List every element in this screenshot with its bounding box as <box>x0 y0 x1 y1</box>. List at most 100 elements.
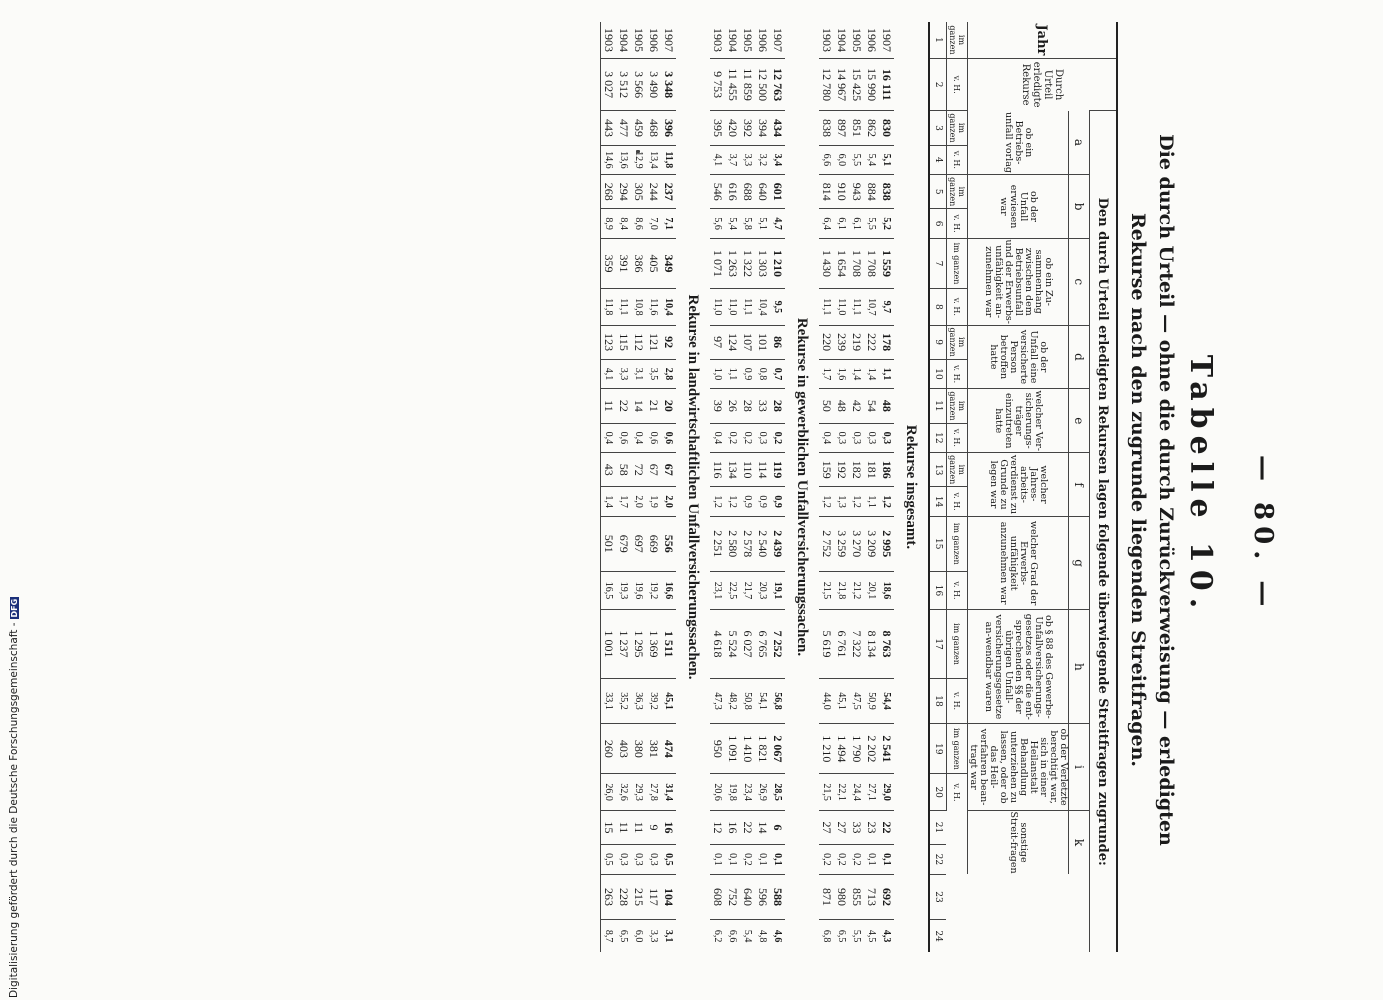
percent-cell: 6,1 <box>834 208 849 239</box>
percent-cell: 0,2 <box>740 844 755 875</box>
percent-cell: 0,7 <box>770 359 785 389</box>
count-cell: 381 <box>646 723 661 774</box>
percent-cell: 9,5 <box>770 288 785 326</box>
header-subcol-total: im ganzen <box>946 452 968 487</box>
year-cell: 1904 <box>617 27 631 52</box>
percent-cell: 0,8 <box>755 359 770 389</box>
percent-cell: 4,6 <box>770 919 785 952</box>
percent-cell: 1,7 <box>819 359 834 389</box>
count-cell: 2 067 <box>770 723 785 774</box>
year-cell: 1906 <box>647 27 661 52</box>
total-cell: 3 348 <box>661 58 676 111</box>
header-subcol-total: im ganzen <box>946 22 968 59</box>
count-cell: 11 <box>616 810 631 845</box>
percent-cell: 0,2 <box>834 844 849 875</box>
percent-cell: 5,5 <box>849 919 864 952</box>
count-cell: 1 091 <box>725 723 740 774</box>
count-cell: 42 <box>849 388 864 424</box>
header-column-number: 20 <box>929 773 947 811</box>
count-cell: 228 <box>616 874 631 920</box>
count-cell: 396 <box>661 110 676 146</box>
count-cell: 116 <box>710 452 725 487</box>
count-cell: 851 <box>849 110 864 146</box>
percent-cell: 6,2 <box>710 919 725 952</box>
percent-cell: 5,2 <box>879 208 894 239</box>
count-cell: 546 <box>710 174 725 209</box>
count-cell: 2 439 <box>770 516 785 572</box>
percent-cell: 0,4 <box>710 423 725 453</box>
count-cell: 862 <box>864 110 879 146</box>
count-cell: 86 <box>770 325 785 360</box>
header-question-g: welcher Grad der Erwerbs-unfähigkeit anz… <box>967 516 1069 610</box>
percent-cell: 4,8 <box>755 919 770 952</box>
total-cell: 15 425 <box>849 58 864 111</box>
count-cell: 27 <box>834 810 849 845</box>
count-cell: 39 <box>710 388 725 424</box>
count-cell: 1 001 <box>600 609 616 679</box>
header-subcol-total: im ganzen <box>946 609 968 679</box>
percent-cell: 20,3 <box>755 571 770 610</box>
percent-cell: 0,9 <box>770 486 785 517</box>
count-cell: 237 <box>661 174 676 209</box>
percent-cell: 21,5 <box>819 773 834 811</box>
percent-cell: 0,6 <box>661 423 676 453</box>
count-cell: 910 <box>834 174 849 209</box>
count-cell: 23 <box>864 810 879 845</box>
dfg-logo: DFG <box>10 596 19 620</box>
percent-cell: 0,1 <box>770 844 785 875</box>
header-letter-h: h <box>1068 609 1090 724</box>
count-cell: 692 <box>879 874 894 920</box>
header-subcol-percent: v. H. <box>946 359 968 389</box>
percent-cell: 3,3 <box>740 145 755 175</box>
percent-cell: 19,3 <box>616 571 631 610</box>
count-cell: 134 <box>725 452 740 487</box>
count-cell: 16 <box>661 810 676 845</box>
percent-cell: 11,6 <box>646 288 661 326</box>
header-letter-c: c <box>1068 238 1090 326</box>
year-cell: 1903 <box>711 27 725 52</box>
count-cell: 215 <box>631 874 646 920</box>
count-cell: 679 <box>616 516 631 572</box>
percent-cell: 0,1 <box>710 844 725 875</box>
header-group-title: Den durch Urteil erledigten Rekursen lag… <box>1089 110 1117 952</box>
count-cell: 2 752 <box>819 516 834 572</box>
count-cell: 6 027 <box>740 609 755 679</box>
count-cell: 104 <box>661 874 676 920</box>
percent-cell: 8,4 <box>616 208 631 239</box>
percent-cell: 10,4 <box>661 288 676 326</box>
percent-cell: 10,4 <box>755 288 770 326</box>
percent-cell: 44,0 <box>819 678 834 724</box>
percent-cell: 14,6 <box>600 145 616 175</box>
percent-cell: 6,5 <box>616 919 631 952</box>
count-cell: 640 <box>740 874 755 920</box>
count-cell: 112 <box>631 325 646 360</box>
header-column-number: 18 <box>929 678 947 724</box>
header-letter-d: d <box>1068 325 1090 389</box>
percent-cell: 7,1 <box>661 208 676 239</box>
percent-cell: 0,9 <box>740 359 755 389</box>
percent-cell: 50,9 <box>864 678 879 724</box>
count-cell: 263 <box>600 874 616 920</box>
section-title-row: Rekurse in landwirtschaftlichen Unfallve… <box>676 22 710 952</box>
percent-cell: 0,6 <box>616 423 631 453</box>
header-question-e: welcher Ver-sicherungs-träger einzutrete… <box>967 388 1069 453</box>
count-cell: 359 <box>600 238 616 289</box>
count-cell: 50 <box>819 388 834 424</box>
percent-cell: 4,3 <box>879 919 894 952</box>
percent-cell: 31,4 <box>661 773 676 811</box>
count-cell: 608 <box>710 874 725 920</box>
percent-cell: 21,7 <box>740 571 755 610</box>
count-cell: 7 322 <box>849 609 864 679</box>
year-cell: 1906 <box>865 27 879 52</box>
count-cell: 124 <box>725 325 740 360</box>
total-cell: 3 512 <box>616 58 631 111</box>
percent-cell: 20,6 <box>710 773 725 811</box>
header-column-number: 2 <box>929 58 947 111</box>
percent-cell: 0,3 <box>646 844 661 875</box>
